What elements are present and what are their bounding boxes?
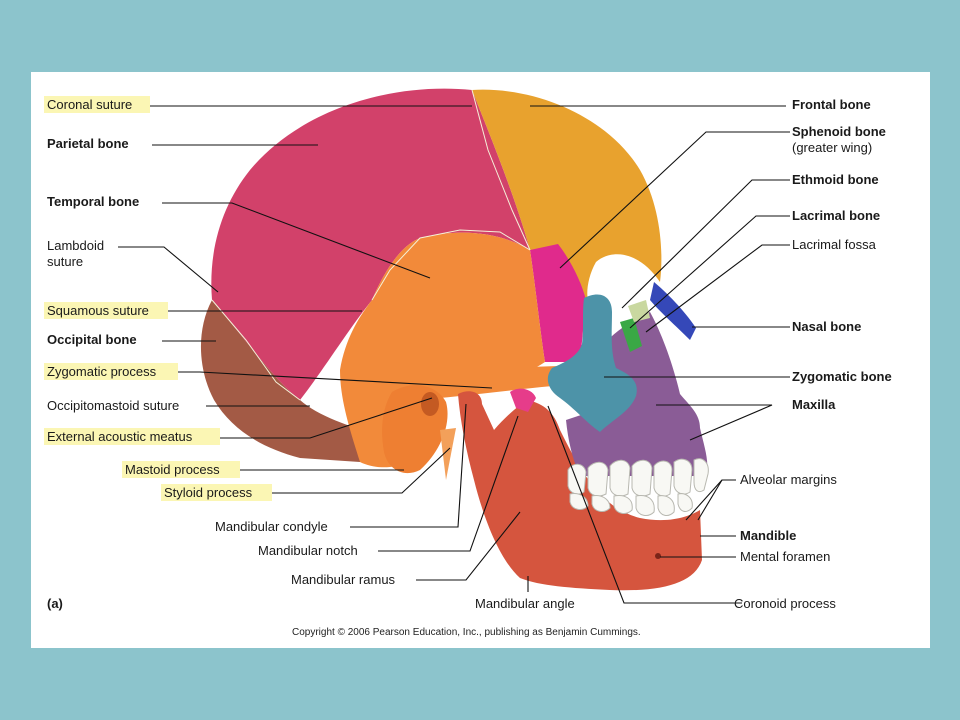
lacrimal-bone-shape <box>628 300 650 322</box>
label-lambdoid-line2: suture <box>47 254 83 269</box>
label-sphenoid-line2: (greater wing) <box>792 140 872 155</box>
label-mandibular-ramus: Mandibular ramus <box>291 572 396 587</box>
copyright-text: Copyright © 2006 Pearson Education, Inc.… <box>292 627 641 638</box>
label-frontal-bone: Frontal bone <box>792 97 871 112</box>
label-part-letter: (a) <box>47 596 63 611</box>
label-coronal-suture: Coronal suture <box>47 97 132 112</box>
frontal-bone-shape <box>472 89 662 300</box>
squamous-suture-line <box>371 229 531 301</box>
coronal-suture-line <box>471 89 531 251</box>
label-zygomatic-process: Zygomatic process <box>47 364 157 379</box>
ethmoid-bone-shape <box>620 318 642 352</box>
label-temporal-bone: Temporal bone <box>47 194 139 209</box>
mental-foramen-dot <box>655 553 661 559</box>
label-mandibular-notch: Mandibular notch <box>258 543 358 558</box>
squamous-suture-highlight <box>44 302 168 319</box>
teeth <box>567 458 709 516</box>
zygomatic-process-shape <box>420 366 572 398</box>
label-occipital-bone: Occipital bone <box>47 332 137 347</box>
mastoid-process-highlight <box>122 461 240 478</box>
zygomatic-bone-shape <box>547 294 637 432</box>
lambdoid-suture-line <box>211 299 301 401</box>
label-coronoid-process: Coronoid process <box>734 596 836 611</box>
label-lambdoid-line1: Lambdoid <box>47 238 104 253</box>
left-labels: Coronal suture Parietal bone Temporal bo… <box>44 96 575 611</box>
label-alveolar-margins: Alveolar margins <box>740 472 837 487</box>
occipital-bone-shape <box>200 300 396 462</box>
label-nasal-bone: Nasal bone <box>792 319 861 334</box>
parietal-bone-shape <box>211 88 530 400</box>
maxilla-shape <box>566 312 708 476</box>
label-parietal-bone: Parietal bone <box>47 136 129 151</box>
label-lacrimal-bone: Lacrimal bone <box>792 208 880 223</box>
skull-illustration <box>200 88 709 591</box>
label-mandibular-condyle: Mandibular condyle <box>215 519 328 534</box>
label-occipitomastoid-suture: Occipitomastoid suture <box>47 398 179 413</box>
coronal-suture-highlight <box>44 96 150 113</box>
label-mastoid-process: Mastoid process <box>125 462 220 477</box>
label-sphenoid-line1: Sphenoid bone <box>792 124 886 139</box>
label-lacrimal-fossa: Lacrimal fossa <box>792 237 877 252</box>
label-mandible: Mandible <box>740 528 796 543</box>
leader-lines <box>118 105 790 604</box>
label-zygomatic-bone: Zygomatic bone <box>792 369 892 384</box>
right-labels: Frontal bone Sphenoid bone (greater wing… <box>734 97 892 611</box>
styloid-process-highlight <box>161 484 272 501</box>
sphenoid-bone-shape <box>530 244 586 362</box>
coronoid-process-shape <box>510 388 536 412</box>
label-squamous-suture: Squamous suture <box>47 303 149 318</box>
external-acoustic-meatus-highlight <box>44 428 220 445</box>
label-ethmoid-bone: Ethmoid bone <box>792 172 879 187</box>
label-mandibular-angle: Mandibular angle <box>475 596 575 611</box>
acoustic-meatus-opening <box>421 392 439 416</box>
label-styloid-process: Styloid process <box>164 485 253 500</box>
label-external-acoustic-meatus: External acoustic meatus <box>47 429 193 444</box>
label-mental-foramen: Mental foramen <box>740 549 830 564</box>
nasal-bone-shape <box>650 282 696 340</box>
zygomatic-process-highlight <box>44 363 178 380</box>
label-maxilla: Maxilla <box>792 397 836 412</box>
styloid-process-shape <box>440 428 456 480</box>
